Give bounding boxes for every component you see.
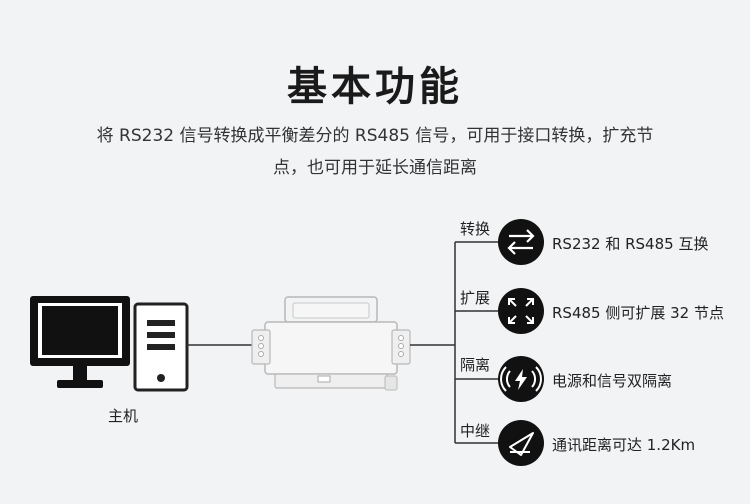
- feature-label-expand: 扩展: [460, 289, 491, 307]
- description-line-1: 将 RS232 信号转换成平衡差分的 RS485 信号，可用于接口转换，扩充节: [96, 126, 654, 146]
- feature-label-relay: 中继: [460, 422, 491, 440]
- computer-label: 主机: [107, 407, 138, 425]
- isolation-lightning-icon: [498, 356, 544, 402]
- description: 将 RS232 信号转换成平衡差分的 RS485 信号，可用于接口转换，扩充节 …: [20, 120, 730, 184]
- feature-text-convert: RS232 和 RS485 互换: [552, 235, 709, 253]
- feature-label-convert: 转换: [460, 220, 491, 238]
- send-arrow-icon: [498, 420, 544, 466]
- monitor-icon: [30, 296, 130, 388]
- computer-tower-icon: [133, 302, 189, 392]
- feature-text-expand: RS485 侧可扩展 32 节点: [552, 304, 724, 322]
- feature-label-isolate: 隔离: [460, 356, 491, 374]
- page-title: 基本功能: [287, 64, 463, 110]
- feature-text-isolate: 电源和信号双隔离: [552, 372, 673, 390]
- description-line-2: 点，也可用于延长通信距离: [273, 158, 477, 178]
- swap-arrows-icon: [498, 219, 544, 265]
- converter-device-icon: [251, 296, 411, 391]
- expand-arrows-icon: [498, 288, 544, 334]
- feature-text-relay: 通讯距离可达 1.2Km: [552, 436, 696, 454]
